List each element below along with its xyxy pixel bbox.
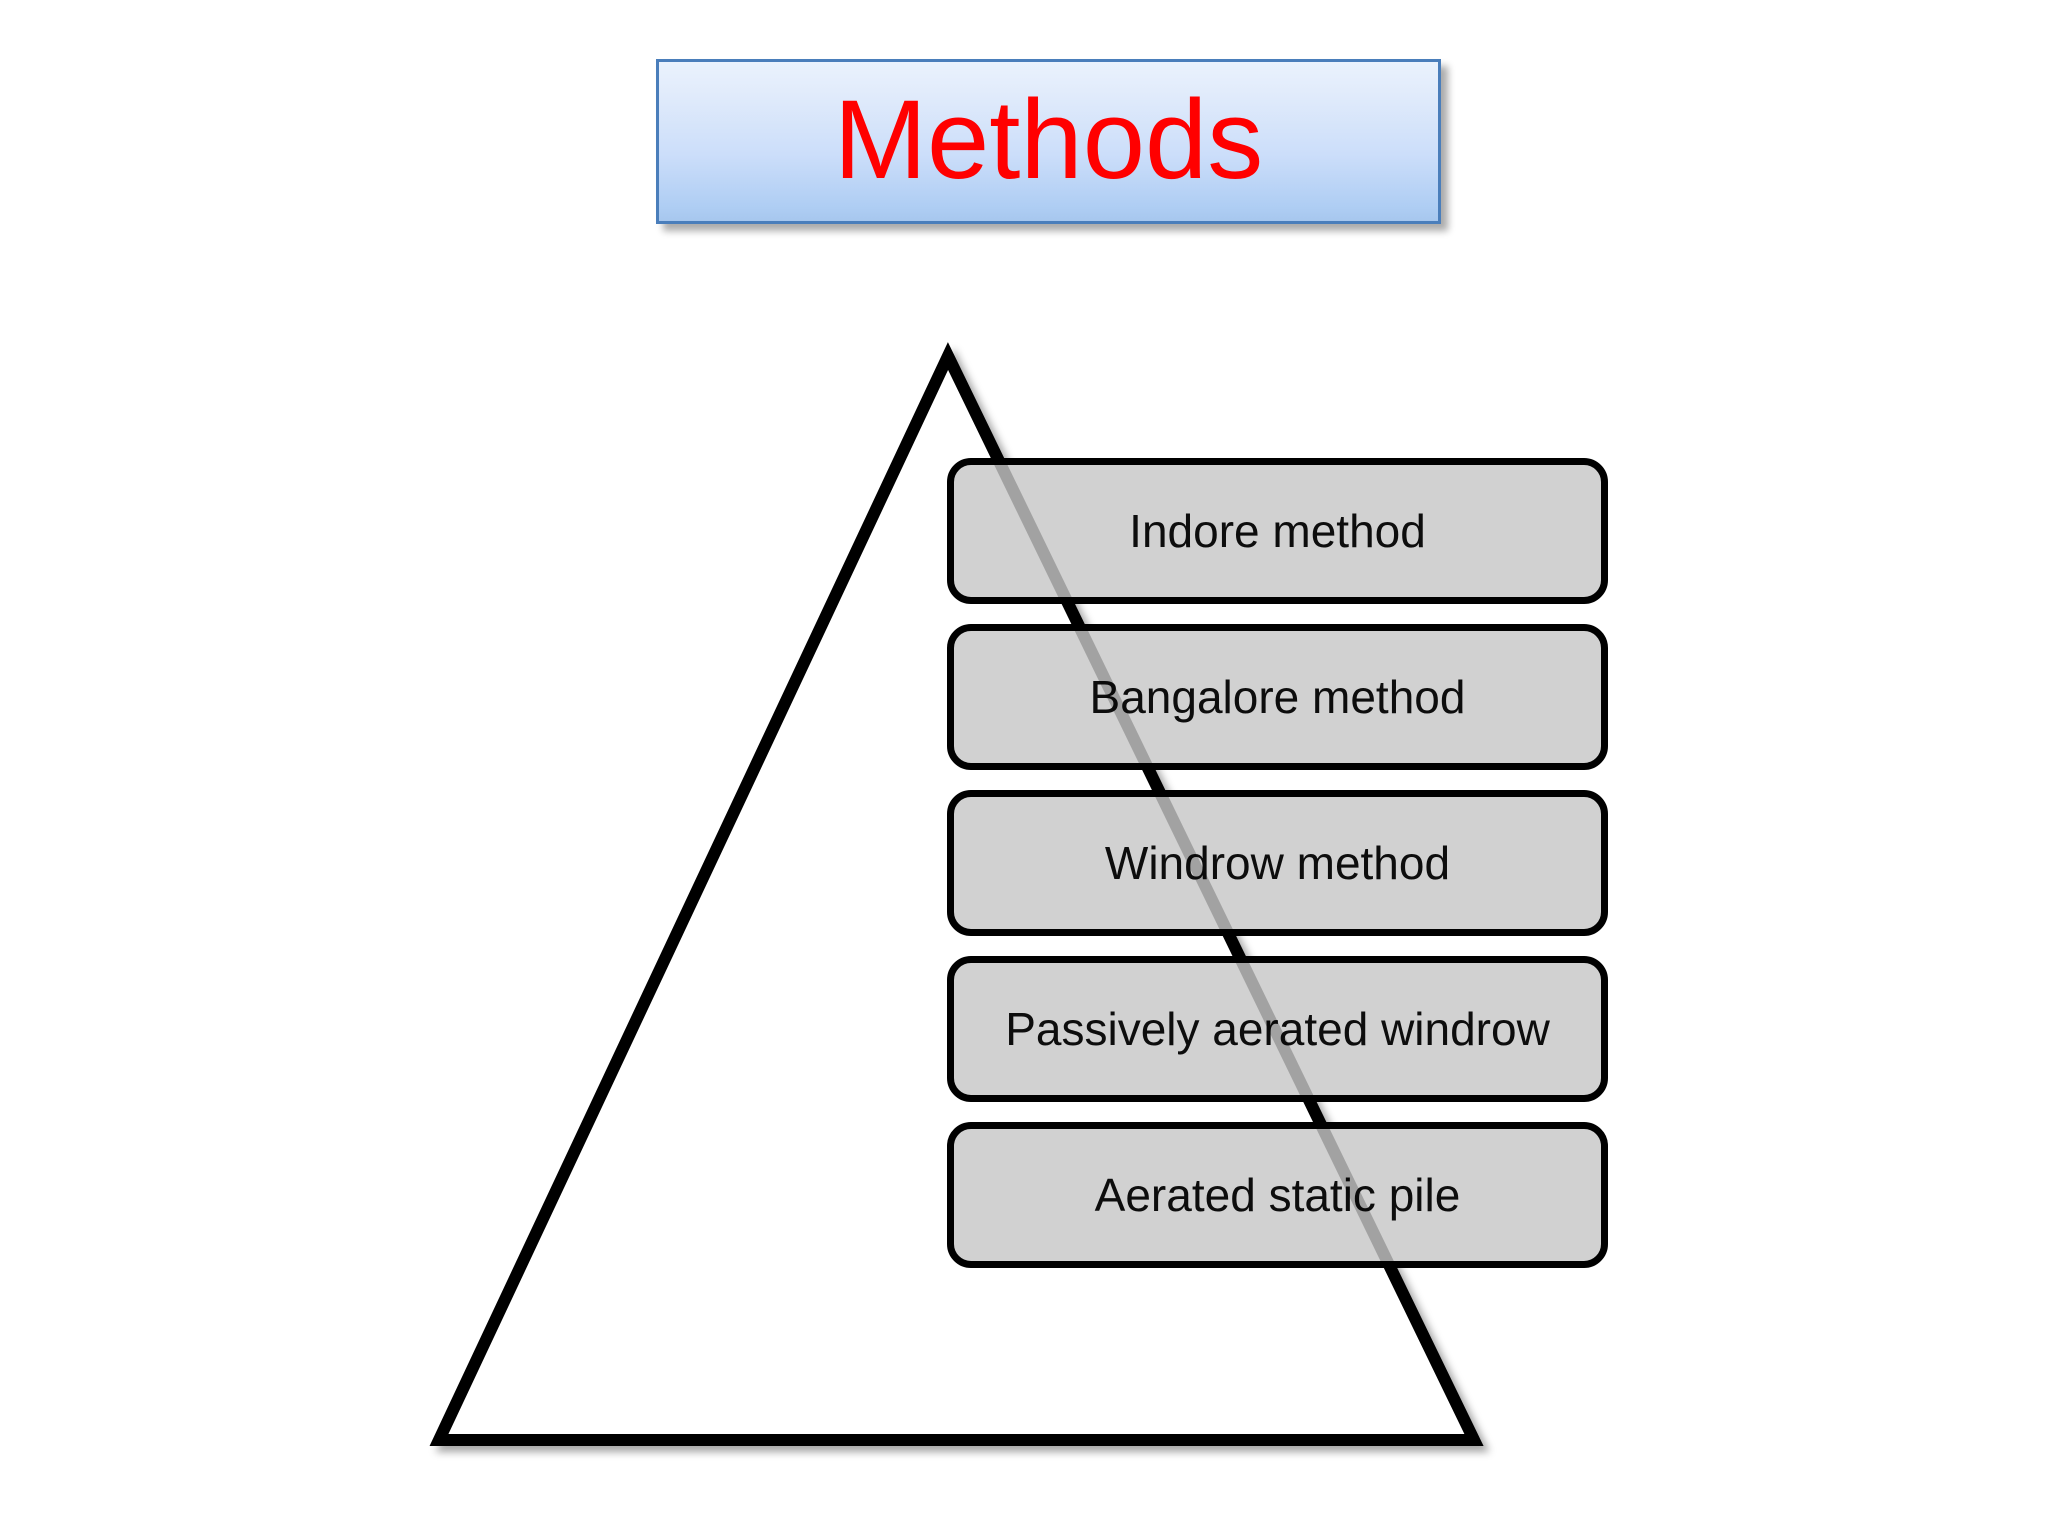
slide-title-banner: Methods xyxy=(656,59,1441,224)
method-box-3[interactable]: Windrow method xyxy=(947,790,1608,936)
method-box-5[interactable]: Aerated static pile xyxy=(947,1122,1608,1268)
page-title: Methods xyxy=(833,76,1264,202)
method-label-1: Indore method xyxy=(1129,505,1426,557)
method-label-2: Bangalore method xyxy=(1089,671,1466,723)
method-label-4: Passively aerated windrow xyxy=(1005,1003,1550,1055)
method-box-1[interactable]: Indore method xyxy=(947,458,1608,604)
method-label-3: Windrow method xyxy=(1104,837,1451,889)
method-box-4[interactable]: Passively aerated windrow xyxy=(947,956,1608,1102)
method-label-5: Aerated static pile xyxy=(1094,1169,1461,1221)
method-box-2[interactable]: Bangalore method xyxy=(947,624,1608,770)
